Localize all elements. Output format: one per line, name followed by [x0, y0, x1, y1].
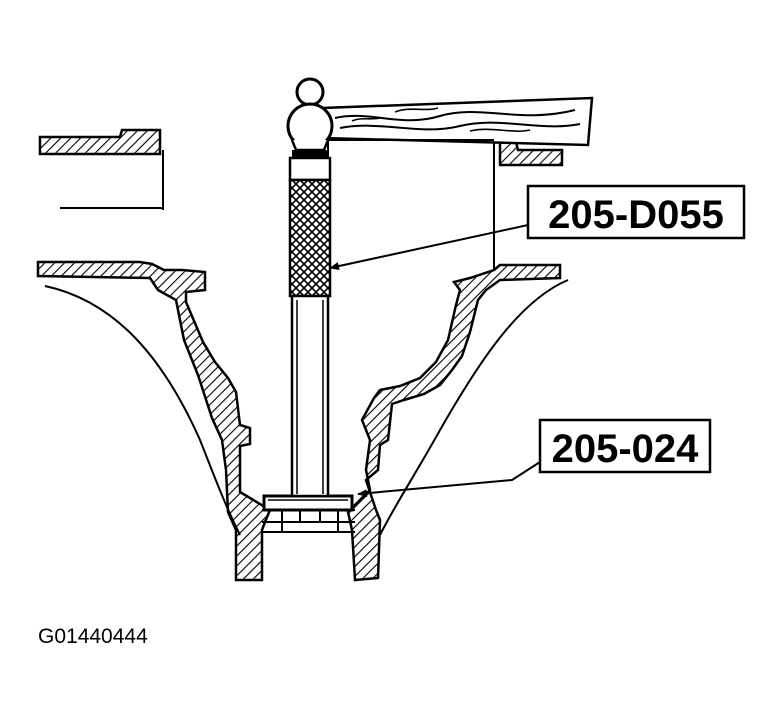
handle-tool	[286, 77, 334, 498]
installer-disc	[262, 494, 354, 512]
callout-205-024: 205-024	[357, 418, 712, 498]
callout-label-205-D055: 205-D055	[548, 193, 724, 237]
right-housing-section	[346, 263, 569, 582]
upper-left-flange	[38, 128, 164, 210]
wood-block	[320, 96, 594, 147]
callout-205-D055: 205-D055	[329, 184, 746, 270]
figure-id: G01440444	[38, 625, 148, 648]
bearing-seat	[262, 509, 355, 533]
left-housing-section	[36, 260, 272, 582]
housing-bore	[327, 139, 495, 290]
callout-label-205-024: 205-024	[552, 427, 700, 471]
